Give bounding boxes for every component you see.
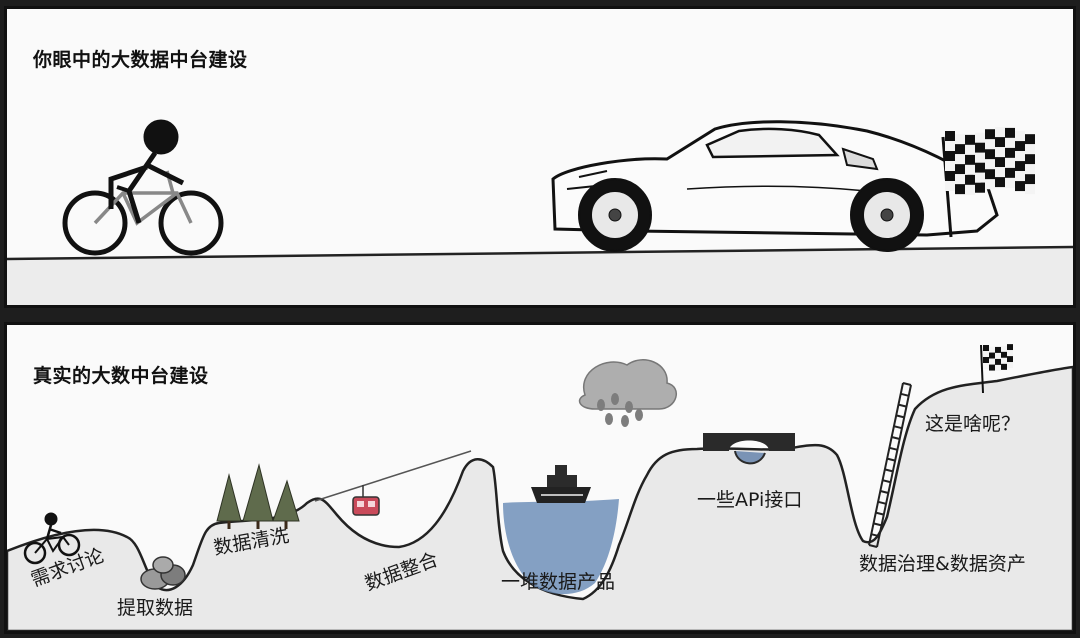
pine-tree-icon	[216, 463, 300, 529]
reality-panel: 真实的大数中台建设 需求讨论 提取数据 数据清洗 数据整合 一堆数据产品 一些A…	[4, 322, 1076, 634]
ground	[7, 247, 1073, 305]
ladder-icon	[868, 382, 912, 548]
stage-label: 一些APi接口	[697, 489, 803, 511]
expectation-scene	[7, 119, 1073, 305]
expectation-panel: 你眼中的大数据中台建设	[4, 6, 1076, 308]
sports-car-icon	[551, 120, 999, 252]
reality-title: 真实的大数中台建设	[33, 365, 209, 387]
stage-label: 一堆数据产品	[501, 571, 616, 593]
checkered-flag-icon	[941, 127, 1035, 238]
rock-pile	[140, 556, 186, 590]
bicycle-icon	[62, 119, 224, 256]
checkered-flag-icon	[980, 344, 1013, 394]
bicycle-icon	[23, 512, 81, 565]
cable-car-icon	[352, 485, 380, 516]
arch-bridge	[703, 433, 795, 465]
ship-icon	[531, 465, 591, 503]
stage-label: 提取数据	[117, 597, 194, 619]
expectation-title: 你眼中的大数据中台建设	[33, 49, 248, 71]
stage-label: 这是啥呢？	[925, 413, 1021, 435]
stage-label: 数据治理&数据资产	[859, 553, 1026, 575]
reality-scene	[7, 344, 1073, 631]
water-pool	[503, 499, 619, 595]
rain-cloud-icon	[578, 359, 677, 427]
